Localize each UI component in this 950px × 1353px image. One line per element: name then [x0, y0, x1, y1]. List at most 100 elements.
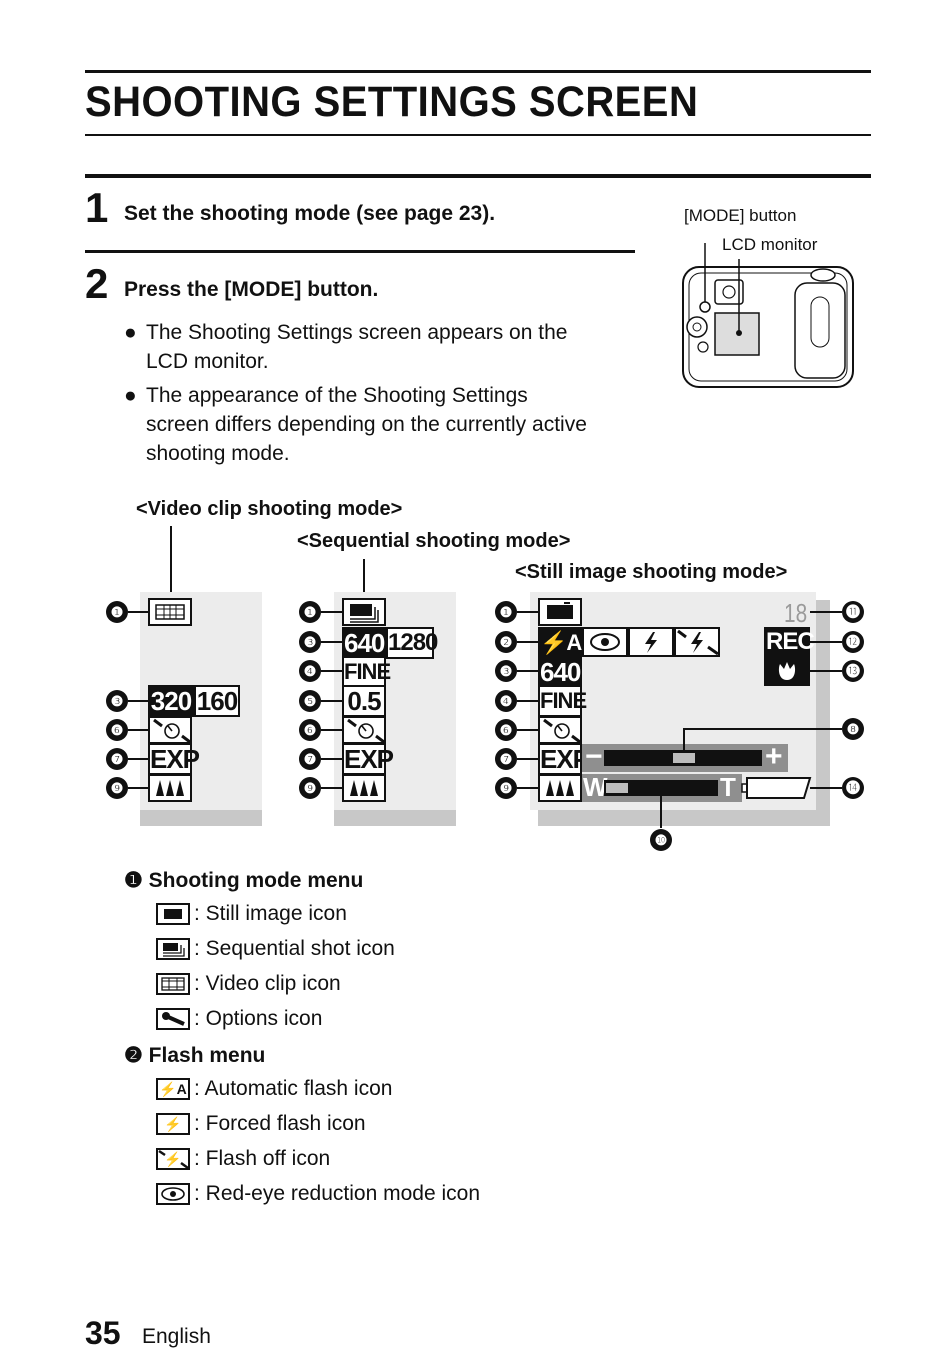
- resolution-640-icon: 640: [538, 656, 582, 688]
- options-icon: [156, 1008, 190, 1030]
- resolution-160-icon: 160: [194, 685, 240, 717]
- lcd-monitor-label: LCD monitor: [722, 235, 818, 254]
- shots-remaining: 18: [784, 598, 808, 628]
- callout-9: ❾: [299, 777, 321, 799]
- callout-1: ❶: [106, 601, 128, 623]
- mode-button-label: [MODE] button: [684, 206, 797, 225]
- exposure-minus-icon: −: [585, 740, 603, 773]
- callout-leader: [810, 670, 842, 672]
- title-top-rule: [85, 70, 871, 73]
- step-2-text: Press the [MODE] button.: [124, 278, 379, 301]
- step-1-text: Set the shooting mode (see page 23).: [124, 202, 496, 225]
- flash-glyph: ⚡: [164, 1151, 182, 1167]
- red-eye-icon: [582, 627, 628, 657]
- callout-3: ❸: [106, 690, 128, 712]
- zoom-wide-label: W: [583, 772, 608, 802]
- still-screen-shadow-bottom: [538, 810, 830, 826]
- step-1-number: 1: [85, 184, 109, 231]
- callout-leader: [321, 670, 342, 672]
- callout-leader: [517, 611, 538, 613]
- callout-leader: [810, 787, 842, 789]
- exposure-bar-marker: [673, 753, 695, 763]
- callout-leader: [683, 728, 685, 750]
- title-bottom-rule: [85, 134, 871, 136]
- legend-heading-text: Flash menu: [148, 1044, 266, 1067]
- callout-1: ❶: [495, 601, 517, 623]
- callout-leader: [810, 641, 842, 643]
- callout-leader: [128, 700, 148, 702]
- callout-9: ❾: [106, 777, 128, 799]
- callout-leader: [321, 611, 342, 613]
- callout-leader: [683, 728, 842, 730]
- battery-icon: [741, 777, 812, 799]
- callout-2: ❷: [495, 631, 517, 653]
- page-number: 35: [85, 1315, 121, 1351]
- callout-leader: [128, 611, 148, 613]
- callout-8: ❽: [842, 718, 864, 740]
- legend-still-image: : Still image icon: [194, 902, 347, 925]
- resolution-1280-icon: 1280: [386, 627, 438, 659]
- callout-1-marker: ❶: [124, 869, 143, 892]
- zoom-bar-track: [604, 780, 718, 796]
- interval-icon: 0.5: [342, 685, 386, 717]
- bullet-1-line-2: LCD monitor.: [146, 350, 269, 373]
- video-screen-shadow: [140, 810, 262, 826]
- callout-leader: [810, 611, 842, 613]
- callout-14: ⓮: [842, 777, 864, 799]
- bullet-1: ● The Shooting Settings screen appears o…: [124, 318, 567, 376]
- bullet-2-line-1: The appearance of the Shooting Settings: [146, 384, 528, 407]
- zoom-bar-marker: [606, 783, 628, 793]
- sequential-shot-icon: [342, 598, 386, 626]
- exposure-icon: EXP: [148, 743, 200, 775]
- callout-2-marker: ❷: [124, 1044, 143, 1067]
- callout-leader: [517, 787, 538, 789]
- sequential-shot-icon: [156, 938, 190, 960]
- callout-leader: [517, 758, 538, 760]
- legend-red-eye: : Red-eye reduction mode icon: [194, 1182, 480, 1205]
- callout-12: ⓬: [842, 631, 864, 653]
- still-image-icon: [538, 598, 582, 626]
- callout-6: ❻: [299, 719, 321, 741]
- callout-3: ❸: [495, 660, 517, 682]
- callout-leader: [321, 641, 342, 643]
- focus-range-icon: [342, 774, 386, 802]
- callout-leader: [128, 787, 148, 789]
- callout-leader: [517, 729, 538, 731]
- flash-off-icon: ⚡: [156, 1148, 190, 1170]
- self-timer-icon: [342, 716, 386, 744]
- video-clip-icon: [156, 973, 190, 995]
- callout-7: ❼: [299, 748, 321, 770]
- video-label-leader: [170, 526, 172, 594]
- still-screen-shadow-right: [816, 600, 830, 826]
- callout-leader: [517, 700, 538, 702]
- bullet-dot: ●: [124, 384, 137, 407]
- zoom-tele-label: T: [720, 772, 736, 802]
- rec-indicator: REC: [764, 627, 815, 657]
- exposure-icon: EXP: [342, 743, 394, 775]
- bullet-dot: ●: [124, 321, 137, 344]
- callout-leader: [321, 787, 342, 789]
- video-clip-icon: [148, 598, 192, 626]
- red-eye-icon: [156, 1183, 190, 1205]
- quality-fine-icon: FINE: [538, 685, 587, 717]
- still-mode-label: <Still image shooting mode>: [515, 561, 788, 583]
- callout-leader: [321, 700, 342, 702]
- legend-flash-off: : Flash off icon: [194, 1147, 331, 1170]
- bullet-2-line-3: shooting mode.: [146, 442, 290, 465]
- flash-off-icon: [674, 627, 720, 657]
- callout-leader: [517, 670, 538, 672]
- bullet-2-line-2: screen differs depending on the currentl…: [146, 413, 587, 436]
- callout-3: ❸: [299, 631, 321, 653]
- page-language: English: [142, 1325, 211, 1348]
- callout-1: ❶: [299, 601, 321, 623]
- auto-flash-icon: ⚡A: [538, 627, 582, 657]
- callout-4: ❹: [299, 660, 321, 682]
- sequential-screen-shadow: [334, 810, 456, 826]
- callout-leader: [128, 729, 148, 731]
- exposure-icon: EXP: [538, 743, 590, 775]
- callout-5: ❺: [299, 690, 321, 712]
- self-timer-icon: [148, 716, 192, 744]
- video-mode-label: <Video clip shooting mode>: [136, 498, 403, 520]
- callout-6: ❻: [106, 719, 128, 741]
- callout-leader: [321, 729, 342, 731]
